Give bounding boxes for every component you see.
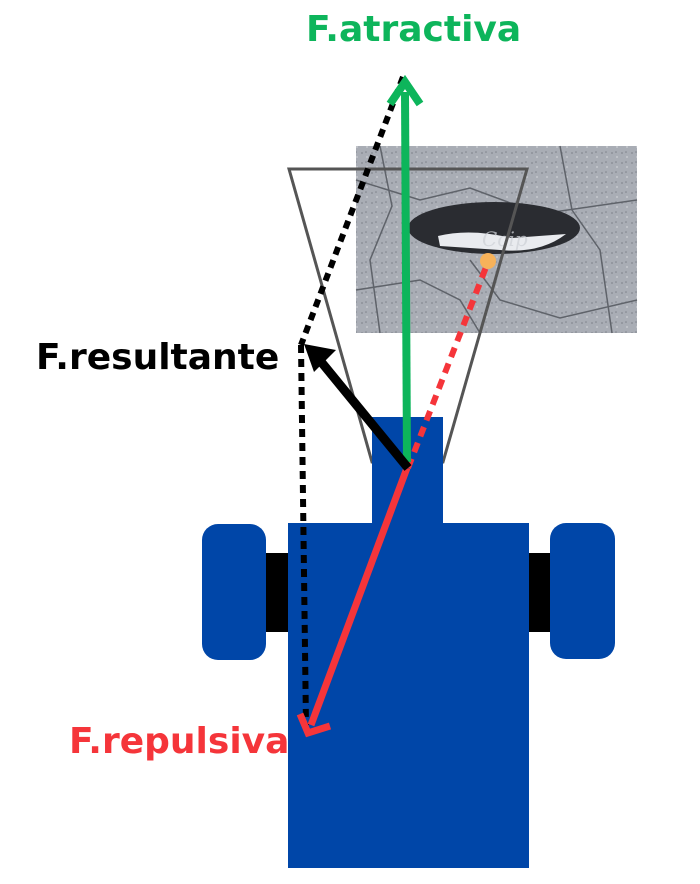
obstacle-point <box>480 253 496 269</box>
right-wheel <box>550 523 615 659</box>
guide-vertical <box>298 344 309 726</box>
left-wheel <box>202 524 266 660</box>
pothole-photo: Ccip <box>355 145 638 334</box>
parallelogram-guides <box>298 75 406 726</box>
repulsive-force-arrow <box>296 466 411 738</box>
robot-body <box>288 523 529 868</box>
attractive-force-arrow <box>386 74 424 463</box>
left-axle <box>264 553 288 632</box>
attractive-force-label: F.atractiva <box>306 9 522 50</box>
robot <box>202 417 615 868</box>
guide-top-diagonal <box>298 75 406 347</box>
repulsive-force-label: F.repulsiva <box>69 721 290 762</box>
resultant-force-arrow <box>304 344 412 471</box>
resultant-force-label: F.resultante <box>36 337 280 378</box>
obstacle-direction-line <box>405 260 491 470</box>
right-axle <box>529 553 551 632</box>
